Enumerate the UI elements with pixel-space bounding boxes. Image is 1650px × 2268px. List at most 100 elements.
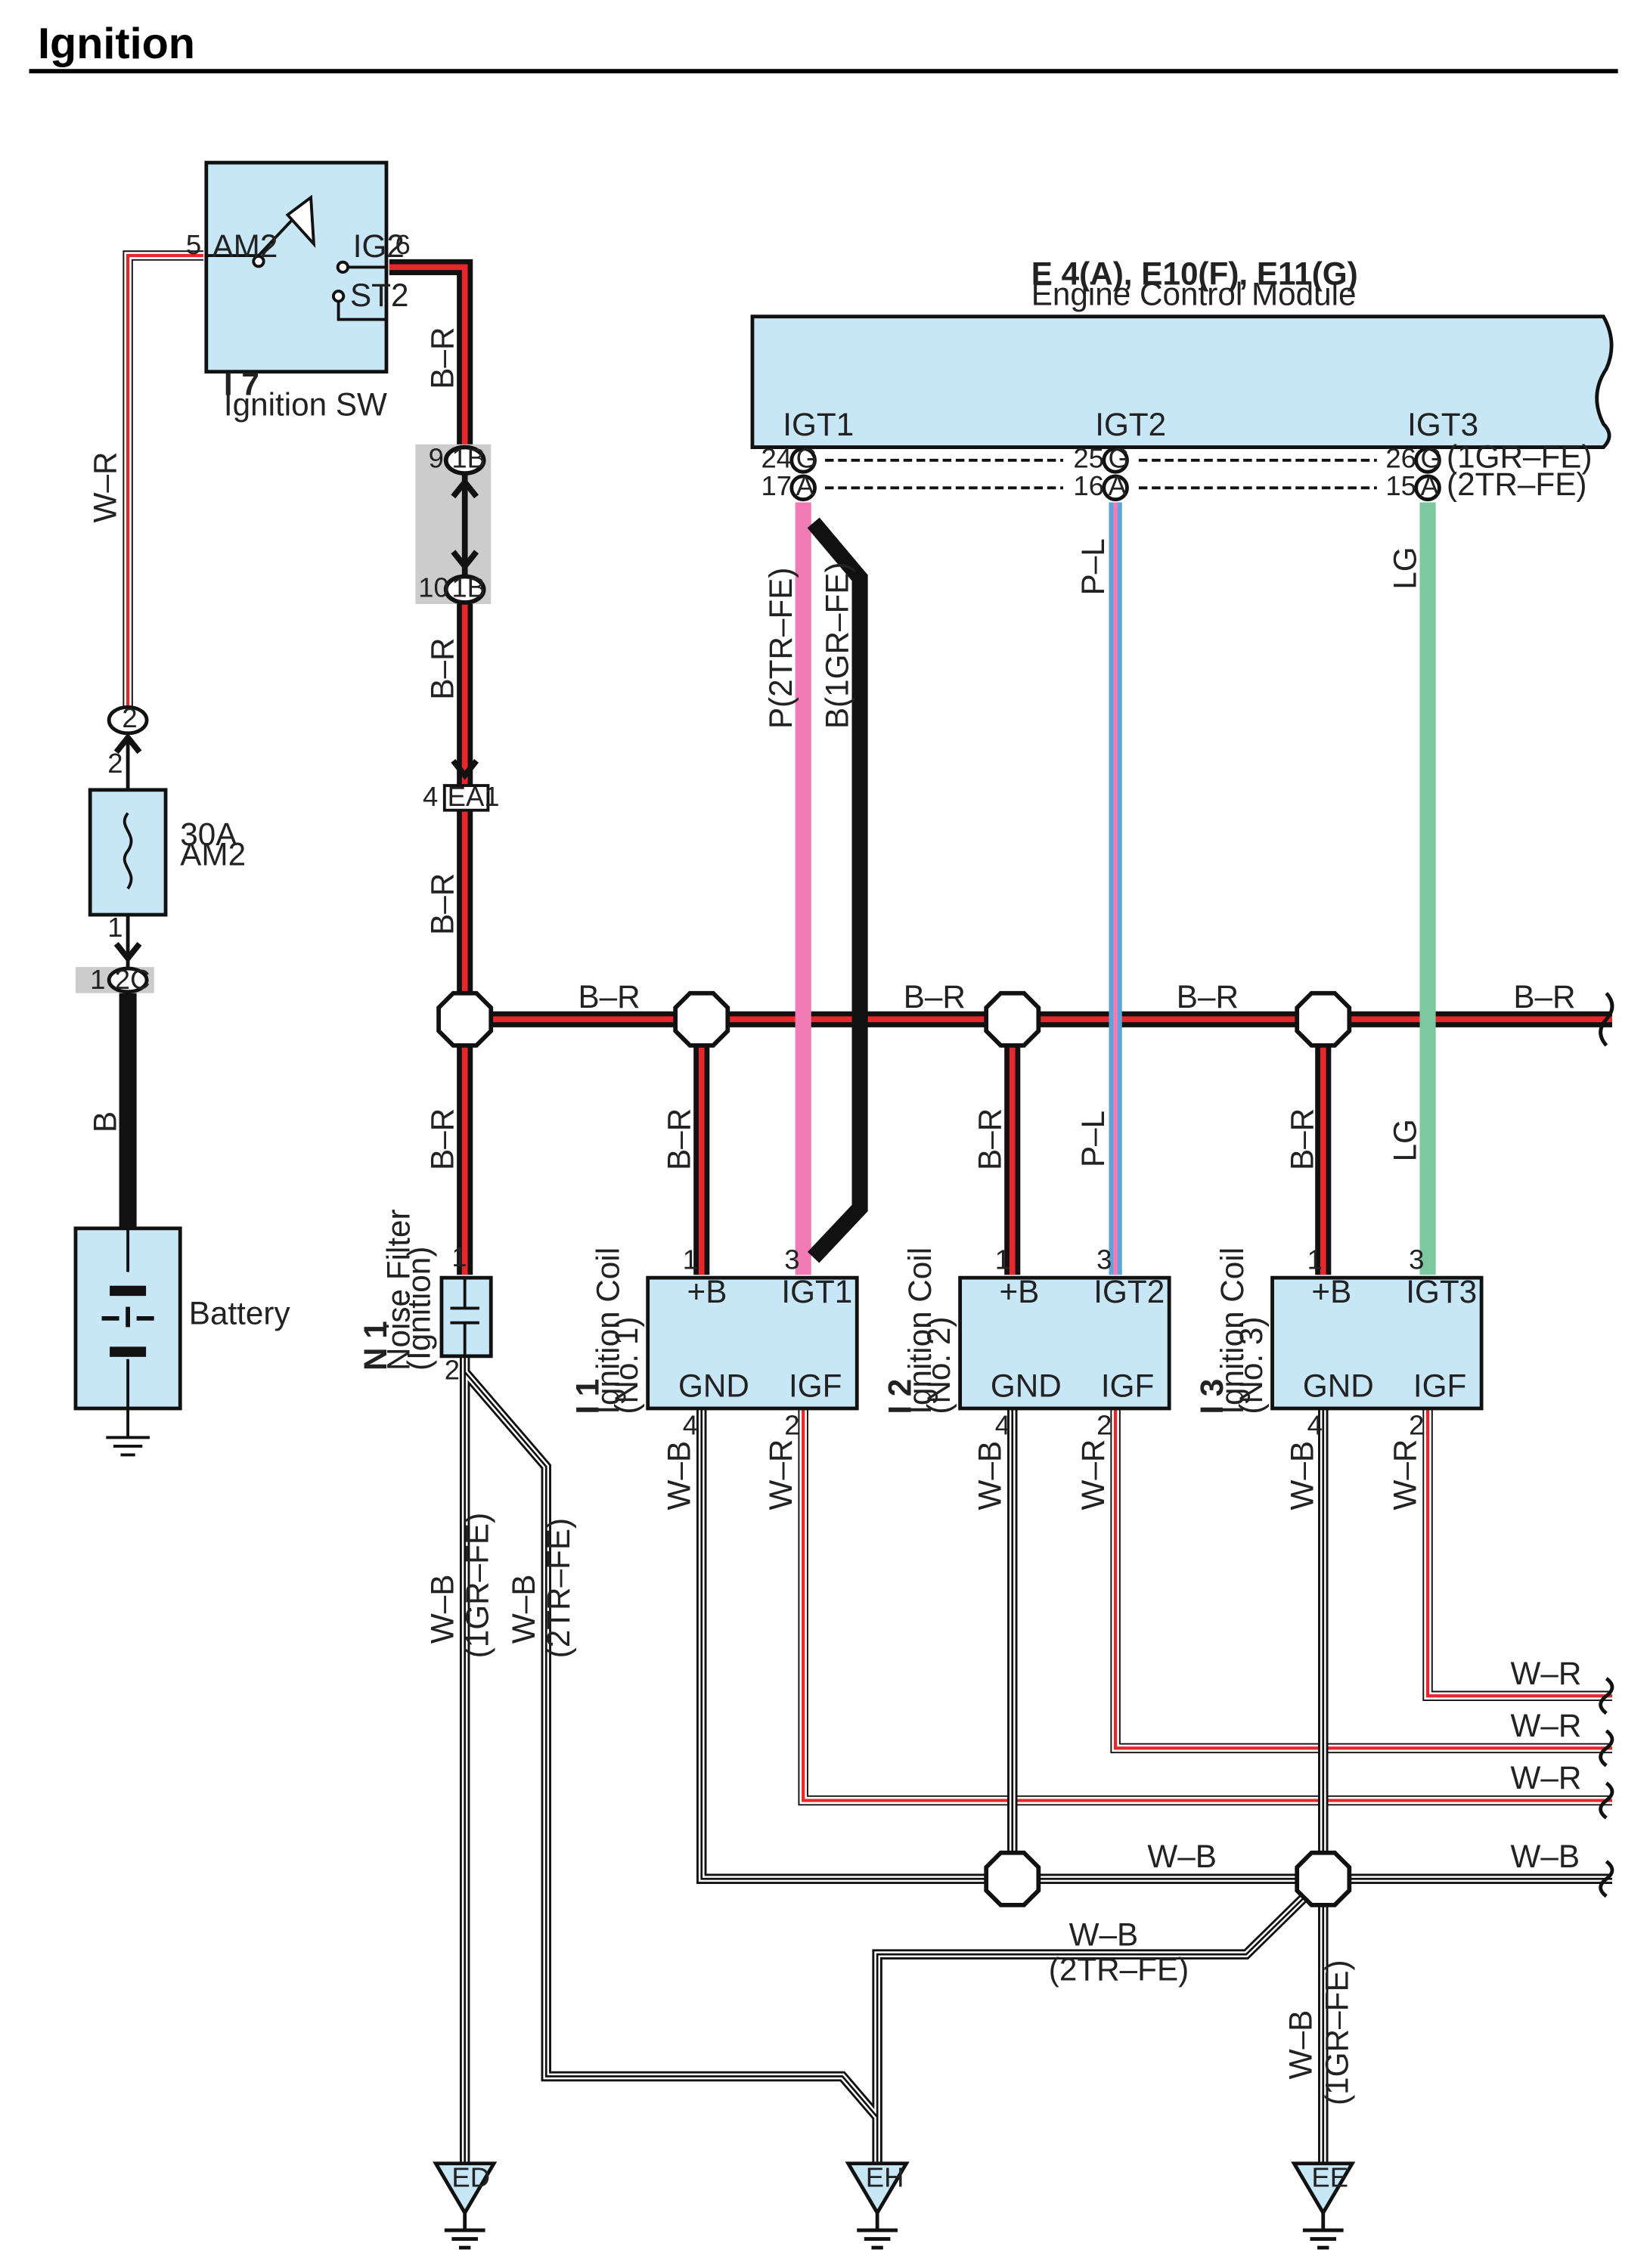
engine-control-module — [750, 314, 1614, 449]
coil-1-gnd-label: GND — [678, 1368, 749, 1404]
coil-2-b-label: +B — [999, 1274, 1039, 1309]
fuse-pin-top: 2 — [107, 748, 123, 779]
wire-label-2tr-eh: (2TR–FE) — [1049, 1952, 1189, 1988]
wire-label-w-r-coil-3: W–R — [1388, 1439, 1423, 1510]
connector-ea1 — [442, 784, 490, 812]
ecm-terminal-igt2: IGT2 — [1095, 407, 1166, 442]
wire-label-lg-2: LG — [1388, 1119, 1423, 1161]
connector-2c-label: 2C — [115, 964, 150, 995]
wire-w-b-grounds — [459, 1357, 1612, 2164]
wire-label-b: B — [88, 1111, 123, 1132]
noise-filter-name: Noise Filter — [381, 1209, 417, 1371]
ignition-coil-1 — [646, 1275, 859, 1411]
wire-label-w-r-coil-2: W–R — [1075, 1439, 1111, 1510]
coil-3-gnd-label: GND — [1303, 1368, 1374, 1404]
connector-1b-pin-top: 9 — [429, 442, 444, 473]
ecm-pin-15: 15 — [1385, 470, 1416, 501]
ground-ee-label: EE — [1311, 2161, 1348, 2192]
wire-label-p-l-1: P–L — [1075, 538, 1111, 595]
coil-2-igf-label: IGF — [1101, 1368, 1154, 1404]
wire-label-2tr-ed: (2TR–FE) — [541, 1518, 576, 1658]
ecm-pin-25: 25 — [1073, 442, 1104, 473]
ecm-engine-1gr: (1GR–FE) — [1447, 438, 1592, 474]
ecm-pin-26: 26 — [1385, 442, 1416, 473]
coil-3-pin-1: 1 — [1307, 1244, 1323, 1275]
ecm-alternate-lines — [825, 458, 1377, 490]
wire-label-b-r-1: B–R — [424, 327, 460, 389]
battery-icon — [101, 1228, 154, 1408]
ecm-pin-16: 16 — [1073, 470, 1104, 501]
coil-1-igt-label: IGT1 — [781, 1274, 852, 1309]
wire-label-p-l-2: P–L — [1075, 1111, 1111, 1167]
connector-1b-top-label: 1B — [451, 442, 485, 473]
ecm-engine-2tr: (2TR–FE) — [1447, 466, 1586, 502]
coil-1-pin-1: 1 — [683, 1244, 698, 1275]
ea1-arrow — [451, 759, 479, 780]
connector-ea1-label: EA1 — [448, 781, 500, 812]
ecm-conn-g-3: G — [1420, 442, 1441, 473]
switch-name: Ignition SW — [224, 386, 387, 422]
coil-2-pin-2: 2 — [1096, 1410, 1112, 1441]
ground-eh-label: EH — [866, 2161, 904, 2192]
connector-1b-bottom — [443, 574, 486, 605]
fuse-pin-bottom: 1 — [107, 912, 123, 943]
wire-label-w-r-out-3: W–R — [1511, 1760, 1582, 1796]
switch-pin-ig2: 6 — [395, 229, 410, 260]
coil-2-pin-3: 3 — [1096, 1244, 1112, 1275]
coil-3-pin-4: 4 — [1307, 1410, 1323, 1441]
wire-label-w-r-am2: W–R — [88, 452, 123, 523]
wire-label-w-b-bus-2: W–B — [1511, 1839, 1580, 1874]
wire-label-p-2tr: P(2TR–FE) — [763, 568, 799, 730]
ecm-name: Engine Control Module — [1031, 276, 1357, 311]
ecm-conn-a-2: A — [1109, 470, 1127, 501]
ignition-coil-3 — [1270, 1275, 1484, 1411]
coil-2-number: (No. 2) — [921, 1317, 957, 1414]
ground-eh — [845, 2161, 910, 2250]
ecm-terminal-igt3: IGT3 — [1407, 407, 1478, 442]
coil-3-name: Ignition Coil — [1214, 1247, 1250, 1414]
coil-3-igf-label: IGF — [1413, 1368, 1466, 1404]
coil-2-name: Ignition Coil — [902, 1247, 938, 1414]
wire-label-b-r-coil-2: B–R — [972, 1108, 1007, 1170]
ecm-terminal-igt1: IGT1 — [783, 407, 854, 442]
wire-label-w-b-coil-2: W–B — [972, 1441, 1007, 1510]
wire-label-b-r-2: B–R — [424, 638, 460, 700]
fuse-rating: 30A — [180, 816, 237, 852]
switch-am2-label: AM2 — [212, 228, 278, 264]
fuse-name: AM2 — [180, 837, 246, 872]
connector-1b-arrows — [451, 477, 479, 572]
noise-filter-pin-2: 2 — [445, 1355, 460, 1386]
switch-pin-am2: 5 — [186, 229, 201, 260]
page-title: Ignition — [38, 20, 195, 68]
connector-1b-top — [443, 445, 486, 476]
coil-2-pin-1: 1 — [995, 1244, 1010, 1275]
coil-1-number: (No. 1) — [609, 1317, 644, 1414]
coil-3-number: (No. 3) — [1233, 1317, 1269, 1414]
ecm-conn-g-1: G — [796, 442, 817, 473]
battery-ground-icon — [106, 1408, 150, 1457]
wire-label-b-r-bus-1: B–R — [578, 979, 640, 1015]
noise-filter-sub: (Ignition) — [402, 1247, 437, 1371]
battery-label: Battery — [189, 1296, 291, 1331]
wire-label-b-1gr: B(1GR–FE) — [820, 562, 855, 729]
wire-label-b-r-bus-3: B–R — [1177, 979, 1239, 1015]
coil-3-id: I 3 — [1194, 1379, 1230, 1414]
coil-2-id: I 2 — [882, 1379, 917, 1414]
wire-label-b-r-4: B–R — [424, 1108, 460, 1170]
coil-3-pin-2: 2 — [1409, 1410, 1424, 1441]
coil-2-gnd-label: GND — [991, 1368, 1062, 1404]
connector-2c — [107, 966, 149, 994]
coil-1-pin-2: 2 — [784, 1410, 799, 1441]
coil-2-igt-label: IGT2 — [1093, 1274, 1165, 1309]
fuse-top-connector-label: 2 — [122, 702, 137, 733]
connector-ea1-pin: 4 — [423, 781, 438, 812]
ecm-conn-g-2: G — [1109, 442, 1130, 473]
wire-label-b-r-3: B–R — [424, 873, 460, 935]
continuation-marks — [1599, 992, 1614, 1898]
ground-ed-label: ED — [451, 2161, 490, 2192]
wire-label-b-r-coil-3: B–R — [1284, 1108, 1320, 1170]
ground-ee — [1291, 2161, 1356, 2250]
coil-3-b-label: +B — [1311, 1274, 1351, 1309]
wire-w-r-am2 — [123, 250, 203, 709]
wire-label-b-r-coil-1: B–R — [661, 1108, 696, 1170]
